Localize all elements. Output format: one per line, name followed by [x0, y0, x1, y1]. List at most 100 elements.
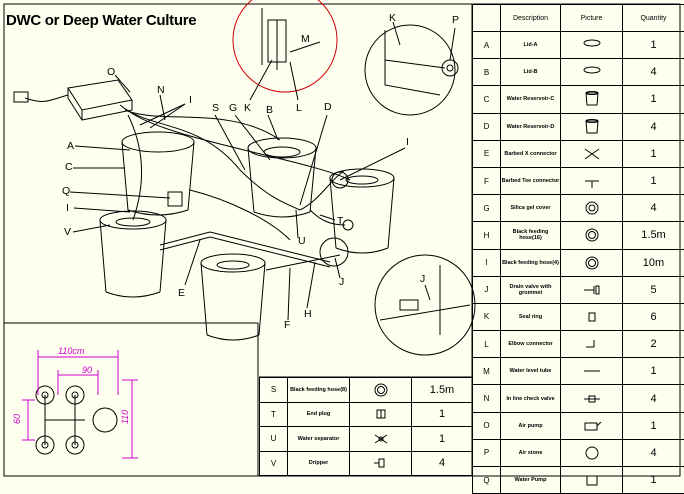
part-quantity: 4 [412, 451, 473, 476]
lid-icon [561, 64, 622, 80]
part-picture [561, 276, 623, 303]
part-quantity: 1.5m [412, 378, 473, 403]
header-description: Description [501, 5, 561, 32]
part-id: U [260, 427, 288, 452]
part-picture [561, 412, 623, 439]
elbow-icon [561, 336, 622, 352]
part-picture [561, 222, 623, 249]
dim-height-outer: 110 [120, 410, 130, 424]
callout-n: N [157, 85, 165, 96]
callout-h: H [304, 309, 312, 320]
part-id: C [473, 86, 501, 113]
part-picture [561, 249, 623, 276]
callout-c: C [65, 162, 73, 173]
header-id [473, 5, 501, 32]
lid-icon [561, 37, 622, 53]
part-id: I [473, 249, 501, 276]
hose-icon [561, 227, 622, 243]
part-quantity: 1 [623, 167, 684, 194]
separator-icon [350, 431, 411, 447]
part-description: Water Pump [501, 467, 561, 494]
part-quantity: 1 [623, 32, 684, 59]
part-id: T [260, 402, 288, 427]
part-picture [561, 86, 623, 113]
part-quantity: 1 [623, 140, 684, 167]
part-id: J [473, 276, 501, 303]
dim-height-inner: 60 [12, 414, 22, 424]
callout-g: G [229, 103, 237, 114]
callout-e: E [178, 288, 185, 299]
callout-f: F [284, 320, 290, 331]
part-description: Air pump [501, 412, 561, 439]
callout-s: S [212, 103, 219, 114]
part-quantity: 1 [623, 358, 684, 385]
part-quantity: 4 [623, 385, 684, 412]
callout-b: B [266, 105, 273, 116]
part-description: Water level tube [501, 358, 561, 385]
part-picture [561, 303, 623, 330]
dim-width-outer: 110cm [58, 346, 84, 356]
callout-l: L [296, 103, 302, 114]
part-quantity: 10m [623, 249, 684, 276]
part-quantity: 4 [623, 195, 684, 222]
detail-circle-p [365, 25, 455, 115]
level-tube-icon [561, 363, 622, 379]
part-quantity: 4 [623, 113, 684, 140]
callout-k-top: K [389, 13, 396, 24]
part-id: G [473, 195, 501, 222]
part-id: Q [473, 467, 501, 494]
part-id: V [260, 451, 288, 476]
part-description: Air stone [501, 439, 561, 466]
part-quantity: 6 [623, 303, 684, 330]
diagram-title: DWC or Deep Water Culture [6, 12, 196, 29]
part-picture [561, 358, 623, 385]
part-description: Silica gel cover [501, 195, 561, 222]
callout-m: M [301, 34, 310, 45]
part-picture [350, 402, 412, 427]
air-pump-icon [561, 418, 622, 434]
part-quantity: 1 [623, 412, 684, 439]
dim-width-inner: 90 [82, 365, 92, 375]
part-id: B [473, 59, 501, 86]
check-valve-icon [561, 391, 622, 407]
tee-connector-icon [561, 173, 622, 189]
callout-i-right: I [406, 137, 409, 148]
part-description: Barbed Tee connector [501, 167, 561, 194]
part-id: P [473, 439, 501, 466]
water-pump-icon [561, 472, 622, 488]
callout-k: K [244, 103, 251, 114]
drain-valve-icon [561, 282, 622, 298]
gel-cover-icon [561, 200, 622, 216]
part-description: Lid-A [501, 32, 561, 59]
part-quantity: 1 [412, 427, 473, 452]
x-connector-icon [561, 146, 622, 162]
header-quantity: Quantity [623, 5, 684, 32]
part-quantity: 5 [623, 276, 684, 303]
part-id: F [473, 167, 501, 194]
part-id: M [473, 358, 501, 385]
dripper-icon [350, 455, 411, 471]
part-quantity: 1.5m [623, 222, 684, 249]
part-description: End plug [288, 402, 350, 427]
part-description: Seal ring [501, 303, 561, 330]
hose-icon [350, 382, 411, 398]
part-quantity: 1 [623, 467, 684, 494]
part-description: Dripper [288, 451, 350, 476]
callout-d: D [324, 102, 332, 113]
callout-p: P [452, 15, 459, 26]
part-id: D [473, 113, 501, 140]
part-description: Water separator [288, 427, 350, 452]
